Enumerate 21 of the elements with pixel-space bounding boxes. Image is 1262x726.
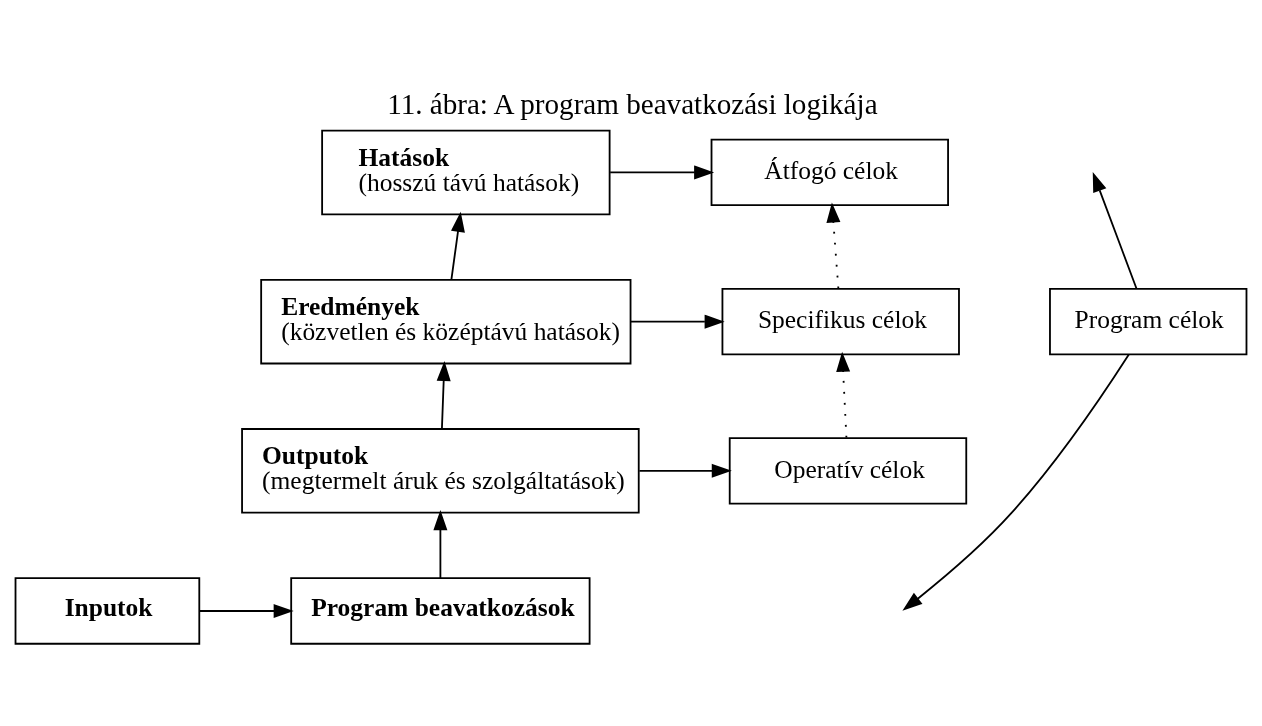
arrow [198,603,294,618]
arrow [826,202,841,289]
arrow [630,314,725,329]
node-box: Eredmények (közvetlen és középtávú hatások) [260,278,632,364]
node-box: Program célok [1049,287,1248,355]
arrow [450,211,465,280]
arrow [836,351,851,438]
node-box: Átfogó célok [710,138,949,206]
arrow [1092,171,1138,289]
node-box: Specifikus célok [721,287,960,355]
arrow [609,164,715,179]
node-box: Operatív célok [728,436,968,505]
arrow [433,509,448,579]
arrow [902,353,1130,611]
node-box: Program beavatkozások [290,576,591,645]
node-box: Hatások (hosszú távú hatások) [321,129,611,215]
node-box: Inputok [14,576,201,645]
diagram-title: 11. ábra: A program beavatkozási logikája [387,87,878,120]
arrow [436,360,451,429]
arrow [638,463,732,478]
node-box: Outputok (megtermelt áruk és szolgáltatások) [241,427,640,514]
